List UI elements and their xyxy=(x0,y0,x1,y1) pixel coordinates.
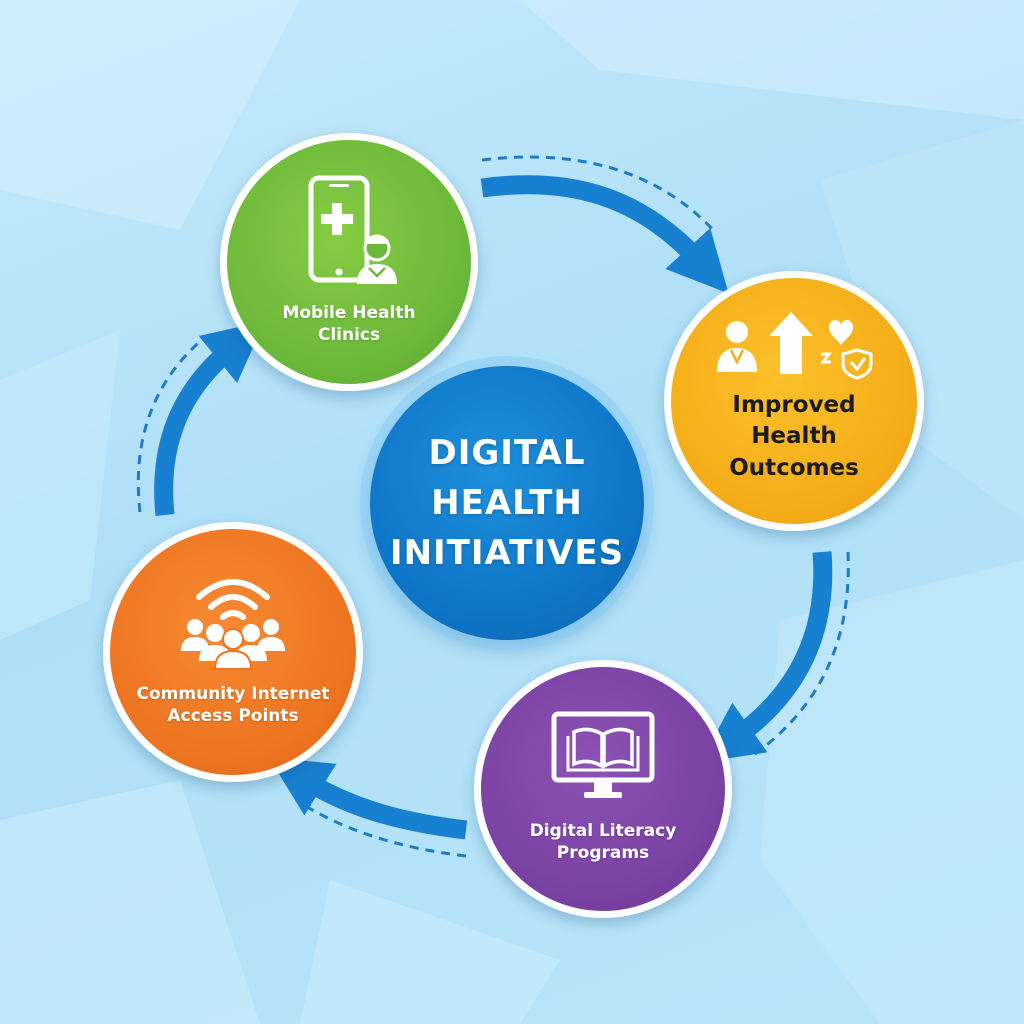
node-improved-health-outcomes: Improved Health Outcomes xyxy=(664,271,924,531)
computer-book-icon xyxy=(551,711,655,798)
arrow-community-to-mobile xyxy=(154,321,265,516)
dashed-guide-right xyxy=(751,551,850,758)
node-digital-literacy-programs: Digital Literacy Programs xyxy=(474,660,732,918)
wifi-community-icon xyxy=(181,578,285,670)
node-label: Community Internet Access Points xyxy=(136,683,330,726)
arrow-literacy-to-community xyxy=(268,757,468,840)
node-label: Digital Literacy Programs xyxy=(529,820,677,863)
node-mobile-health-clinics: Mobile Health Clinics xyxy=(220,133,478,391)
arrow-outcomes-to-literacy xyxy=(700,551,833,763)
arrow-mobile-to-outcomes xyxy=(480,175,729,294)
hub-title: DIGITAL HEALTH INITIATIVES xyxy=(389,432,625,574)
node-label: Improved Health Outcomes xyxy=(729,392,859,481)
node-community-internet-access: Community Internet Access Points xyxy=(103,522,363,782)
node-label: Mobile Health Clinics xyxy=(282,302,416,345)
smartphone-medical-icon xyxy=(308,175,397,284)
hub-circle: DIGITAL HEALTH INITIATIVES xyxy=(370,366,644,640)
health-outcomes-icon xyxy=(717,312,873,380)
dashed-guide-bottom xyxy=(295,798,467,858)
dashed-guide-top-right xyxy=(481,155,717,234)
dashed-guide-left xyxy=(136,336,205,513)
